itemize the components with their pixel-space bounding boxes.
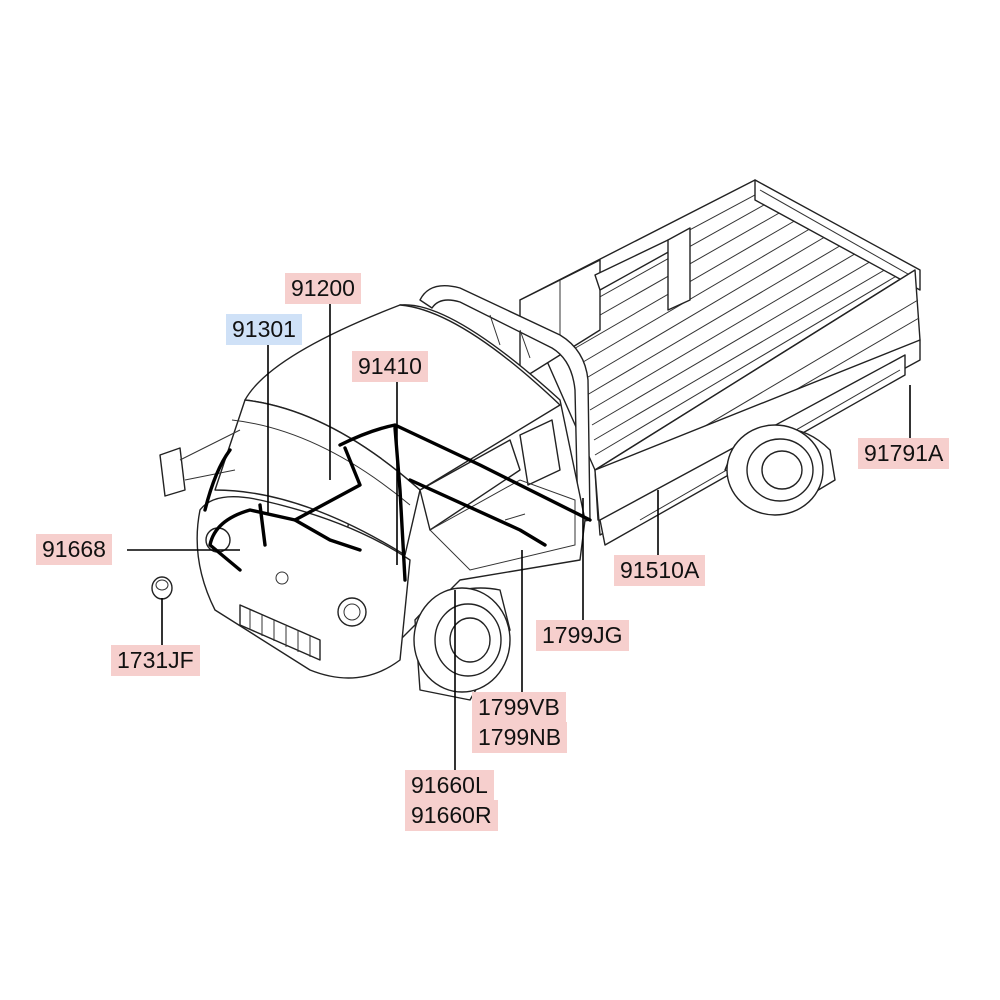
callout-91410[interactable]: 91410 [352, 351, 428, 382]
cab [159, 285, 591, 679]
callout-91791A[interactable]: 91791A [858, 438, 950, 469]
leader-lines [127, 303, 911, 770]
callout-91668[interactable]: 91668 [36, 534, 112, 565]
callout-1799VB[interactable]: 1799VB [472, 692, 566, 723]
callout-91301[interactable]: 91301 [226, 314, 302, 345]
callout-91200[interactable]: 91200 [285, 273, 361, 304]
rear-wheel [724, 424, 836, 516]
callout-1799JG[interactable]: 1799JG [536, 620, 629, 651]
callout-91660R[interactable]: 91660R [405, 800, 498, 831]
front-wheel [413, 587, 511, 701]
callout-91510A[interactable]: 91510A [614, 555, 706, 586]
callout-91660L[interactable]: 91660L [405, 770, 494, 801]
callout-1799NB[interactable]: 1799NB [472, 722, 568, 753]
wiring-harness [203, 423, 592, 582]
callout-1731JF[interactable]: 1731JF [111, 645, 200, 676]
grommet-part [151, 576, 173, 600]
